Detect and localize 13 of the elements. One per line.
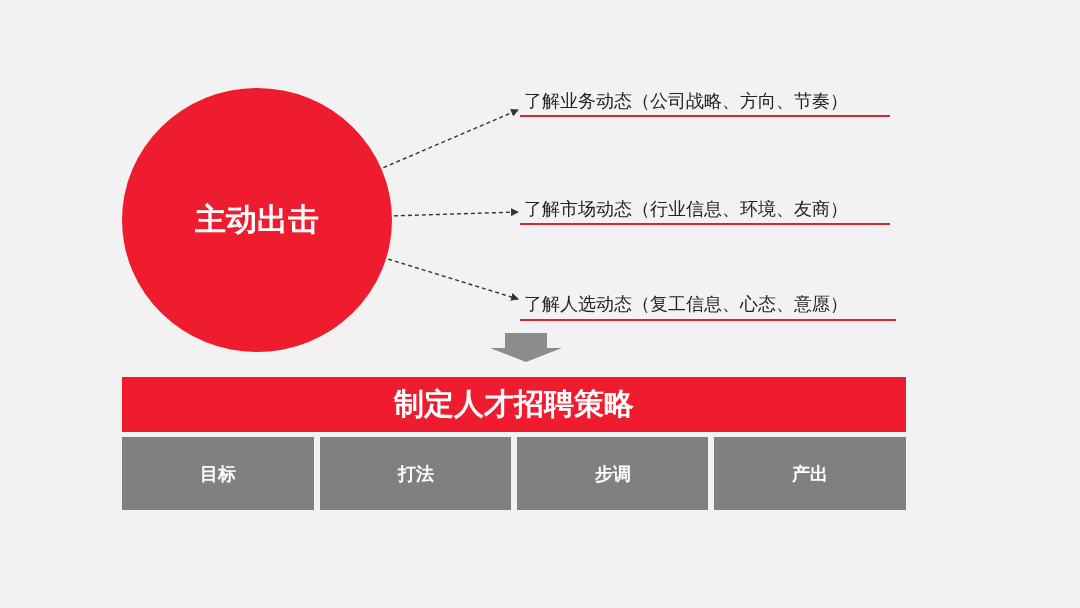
category-box: 打法 <box>320 437 511 510</box>
circle: 主动出击 <box>122 88 392 352</box>
down-arrow <box>490 333 562 362</box>
dashed-arrow <box>382 109 519 169</box>
category-box: 目标 <box>122 437 314 510</box>
category-box: 产出 <box>714 437 906 510</box>
dashed-arrow <box>387 258 519 301</box>
underlined-text: 了解市场动态（行业信息、环境、友商） <box>520 194 890 225</box>
category-box: 步调 <box>517 437 708 510</box>
underlined-text: 了解业务动态（公司战略、方向、节奏） <box>520 86 890 117</box>
dashed-arrow <box>393 208 519 217</box>
title-band: 制定人才招聘策略 <box>122 377 906 432</box>
underlined-text: 了解人选动态（复工信息、心态、意愿） <box>520 289 896 321</box>
